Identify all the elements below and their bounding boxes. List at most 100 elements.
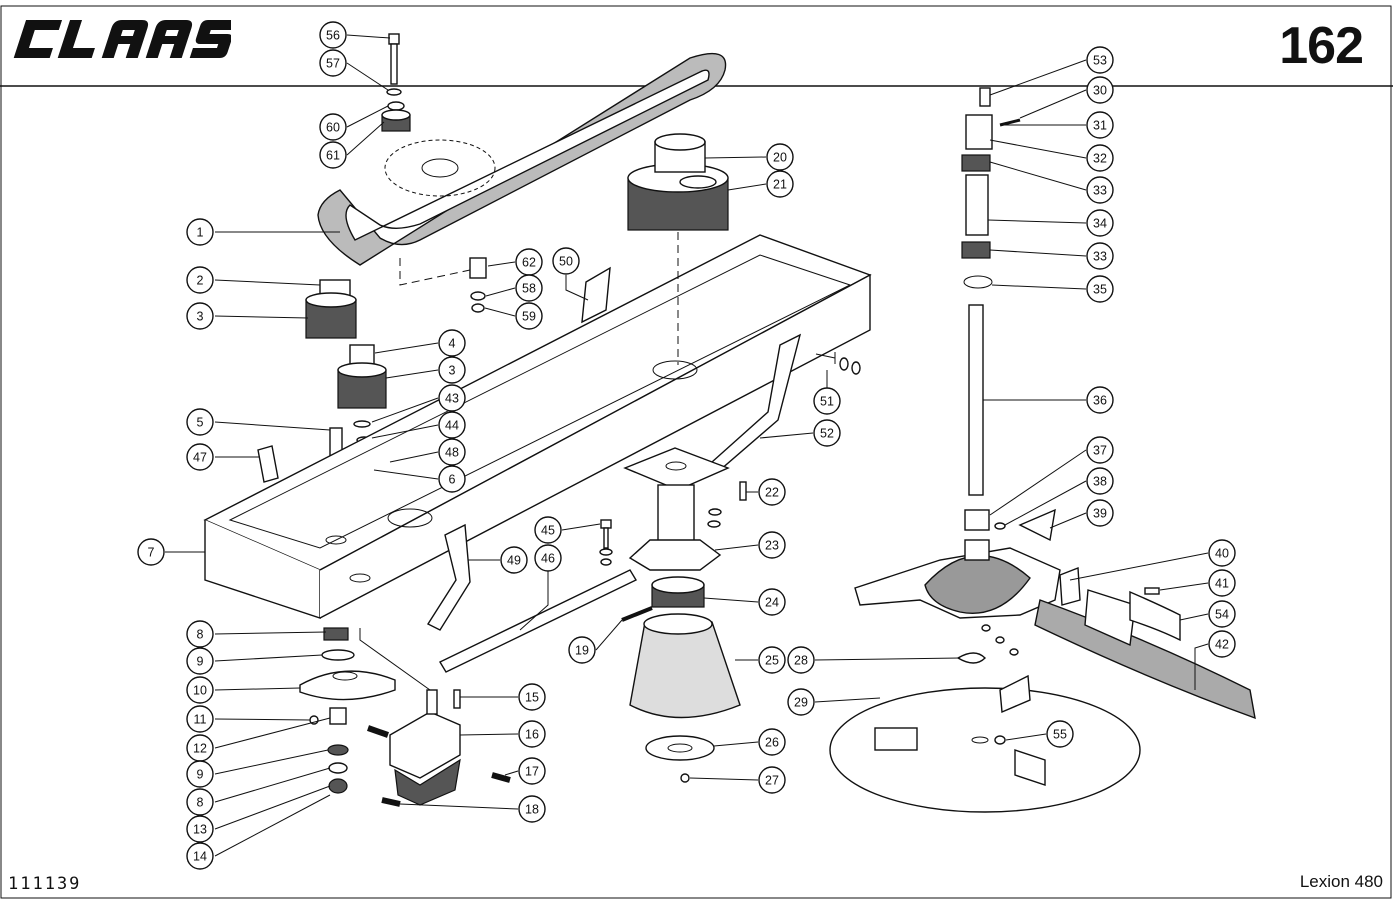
- callout-26: 26: [758, 728, 786, 756]
- callout-label: 55: [1053, 728, 1067, 742]
- callout-51: 51: [813, 387, 841, 415]
- left-bearing-stack: [299, 627, 396, 794]
- callout-label: 7: [148, 546, 155, 560]
- callout-40: 40: [1208, 539, 1236, 567]
- callout-label: 11: [194, 713, 207, 727]
- rotor-shaft-assembly: [961, 87, 1021, 531]
- callout-label: 26: [765, 736, 779, 750]
- callout-20: 20: [766, 143, 794, 171]
- callout-19: 19: [568, 636, 596, 664]
- knife-blade-assembly: [1034, 567, 1256, 720]
- bolt-15: [453, 689, 461, 709]
- callout-15: 15: [518, 683, 546, 711]
- callout-label: 53: [1093, 54, 1107, 68]
- callout-33: 33: [1086, 242, 1114, 270]
- callout-37: 37: [1086, 436, 1114, 464]
- callout-5: 5: [186, 408, 214, 436]
- callout-42: 42: [1208, 630, 1236, 658]
- callout-label: 4: [449, 337, 456, 351]
- large-pulley: [627, 133, 729, 231]
- callout-10: 10: [186, 676, 214, 704]
- callout-4: 4: [438, 329, 466, 357]
- callout-52: 52: [813, 419, 841, 447]
- bracket-49: [426, 523, 471, 631]
- callout-label: 44: [445, 419, 459, 433]
- callout-23: 23: [758, 531, 786, 559]
- callout-56: 56: [319, 21, 347, 49]
- callout-label: 32: [1093, 152, 1107, 166]
- callout-label: 1: [197, 226, 204, 240]
- callout-58: 58: [515, 274, 543, 302]
- callout-18: 18: [518, 795, 546, 823]
- callout-label: 46: [541, 552, 555, 566]
- callout-label: 36: [1093, 394, 1107, 408]
- callout-60: 60: [319, 113, 347, 141]
- callout-label: 23: [765, 539, 779, 553]
- callout-55: 55: [1046, 720, 1074, 748]
- callout-54: 54: [1208, 600, 1236, 628]
- toothed-belt: [317, 52, 727, 266]
- gear-housing: [623, 447, 730, 571]
- callout-2: 2: [186, 266, 214, 294]
- callout-label: 24: [765, 596, 779, 610]
- callout-label: 22: [765, 486, 779, 500]
- clip-28: [956, 652, 986, 664]
- callout-35: 35: [1086, 275, 1114, 303]
- callout-label: 58: [522, 282, 536, 296]
- machine-model: Lexion 480: [1299, 872, 1383, 891]
- callout-39: 39: [1086, 499, 1114, 527]
- callout-label: 42: [1215, 638, 1229, 652]
- callout-17: 17: [518, 757, 546, 785]
- callout-53: 53: [1086, 46, 1114, 74]
- callout-27: 27: [758, 766, 786, 794]
- strut-46: [439, 569, 637, 673]
- callout-29: 29: [787, 688, 815, 716]
- callout-label: 38: [1093, 475, 1107, 489]
- bolt-51: [815, 352, 836, 364]
- callout-3: 3: [438, 356, 466, 384]
- callout-label: 16: [525, 728, 539, 742]
- callout-38: 38: [1086, 467, 1114, 495]
- callout-36: 36: [1086, 386, 1114, 414]
- callout-label: 34: [1093, 217, 1107, 231]
- callout-label: 61: [326, 149, 340, 163]
- callout-49: 49: [500, 546, 528, 574]
- callout-label: 39: [1093, 507, 1107, 521]
- callout-22: 22: [758, 478, 786, 506]
- bolt-45: [600, 519, 612, 529]
- callout-1: 1: [186, 218, 214, 246]
- callout-label: 29: [794, 696, 808, 710]
- pulley-hub: [421, 158, 459, 178]
- callout-label: 14: [193, 850, 207, 864]
- callout-31: 31: [1086, 111, 1114, 139]
- left-pulley-stack: [305, 279, 387, 409]
- callout-label: 41: [1215, 577, 1229, 591]
- callout-59: 59: [515, 302, 543, 330]
- bolt-22: [739, 481, 747, 501]
- callout-41: 41: [1208, 569, 1236, 597]
- callout-label: 31: [1093, 119, 1107, 133]
- bracket-50: [581, 266, 611, 324]
- callout-14: 14: [186, 842, 214, 870]
- callout-label: 59: [522, 310, 536, 324]
- callout-label: 48: [445, 446, 459, 460]
- callout-label: 33: [1093, 184, 1107, 198]
- callout-9: 9: [186, 760, 214, 788]
- callout-8: 8: [186, 620, 214, 648]
- callout-16: 16: [518, 720, 546, 748]
- callout-13: 13: [186, 815, 214, 843]
- nut-62: [469, 257, 487, 279]
- callout-label: 9: [197, 655, 204, 669]
- page-number: 162: [1279, 17, 1364, 75]
- callout-label: 9: [197, 768, 204, 782]
- callout-label: 60: [326, 121, 340, 135]
- knife-hub: [854, 508, 1061, 619]
- callout-44: 44: [438, 411, 466, 439]
- hydraulic-motor: [367, 689, 511, 807]
- callout-label: 12: [193, 742, 207, 756]
- cutting-disc: [829, 674, 1141, 813]
- callout-label: 27: [765, 774, 779, 788]
- callout-30: 30: [1086, 76, 1114, 104]
- callout-34: 34: [1086, 209, 1114, 237]
